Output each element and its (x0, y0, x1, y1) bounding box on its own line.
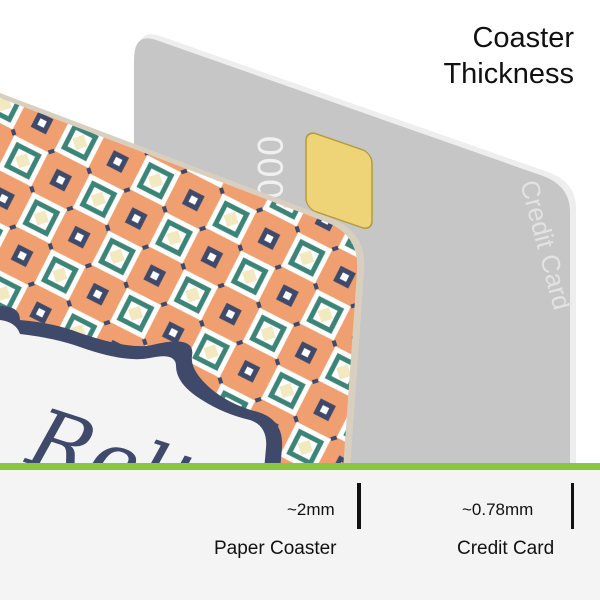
card-thickness-bar (571, 483, 574, 529)
coaster-label-frame (0, 306, 283, 470)
accent-divider (0, 463, 600, 470)
coaster-thickness-value: ~2mm (287, 500, 335, 519)
coaster-thickness-label: Paper Coaster (214, 538, 337, 559)
measurement-panel (0, 470, 600, 600)
paper-coaster: Relt (0, 93, 365, 470)
illustration: 0000 Credit Card Relt (0, 34, 578, 470)
chip-icon (305, 132, 373, 230)
title-line-2: Thickness (443, 58, 574, 90)
card-thickness-label: Credit Card (457, 538, 555, 559)
coaster-thickness-bar (357, 483, 361, 529)
card-thickness-value: ~0.78mm (462, 500, 534, 519)
page-title: Coaster Thickness (443, 20, 574, 92)
title-line-1: Coaster (472, 22, 574, 54)
